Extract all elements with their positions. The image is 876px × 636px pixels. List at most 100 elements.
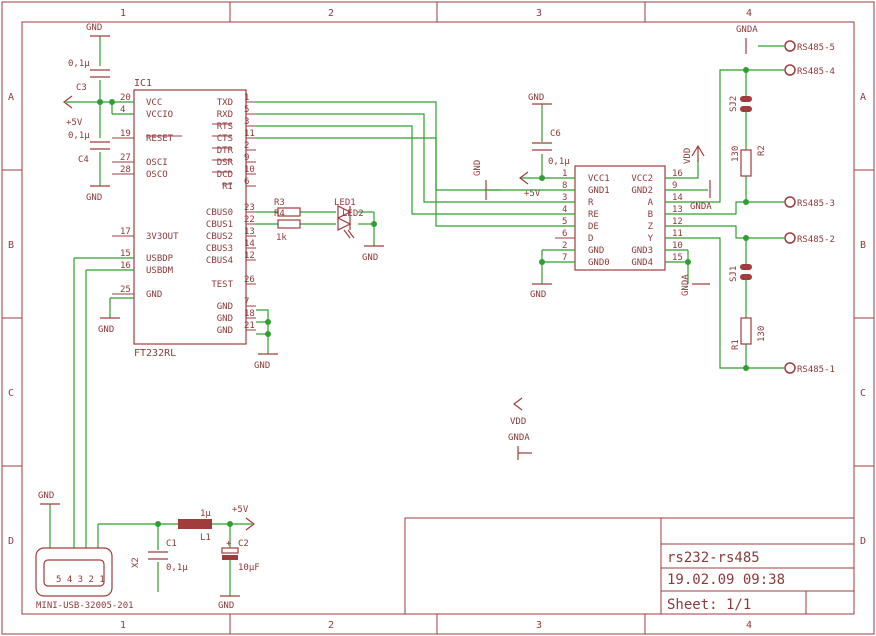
inductor-l1: 1µ L1 [178, 509, 212, 543]
ic2-pin-number: 15 [672, 253, 683, 263]
svg-text:0,1µ: 0,1µ [68, 59, 90, 69]
ic2-pin-name: GND1 [588, 186, 610, 196]
ic2-pin-number: 1 [562, 169, 567, 179]
ic1-pin-name: 3V3OUT [146, 232, 179, 242]
resistor-r1: R1 130 [731, 317, 767, 350]
svg-text:GND: GND [86, 193, 102, 203]
ic2-pin-name: GND0 [588, 258, 610, 268]
ic1-pin-name: VCCIO [146, 110, 173, 120]
ic1-pin-name: RTS [217, 122, 233, 132]
ic1-pin-number: 3 [244, 117, 249, 127]
ic1-pin-number: 1 [244, 93, 249, 103]
ic1-pin-name: VCC [146, 98, 162, 108]
svg-text:GND: GND [38, 491, 54, 501]
svg-text:R1: R1 [731, 339, 741, 350]
svg-text:130: 130 [731, 146, 741, 162]
frame-labels: 1 2 3 4 1 2 3 4 A B C D A B C D [8, 8, 866, 631]
ic2-pin-number: 10 [672, 241, 683, 251]
ic1-pin-number: 9 [244, 153, 249, 163]
ic2-pin-name: DE [588, 222, 599, 232]
ic2-pin-name: GND [588, 246, 604, 256]
svg-text:+5V: +5V [232, 505, 249, 515]
ic1-pin-name: OSCO [146, 170, 168, 180]
svg-text:GND: GND [473, 160, 483, 176]
col-label-top-3: 3 [536, 8, 542, 19]
svg-text:C1: C1 [166, 539, 177, 549]
ic1-pin-name: OSCI [146, 158, 168, 168]
row-label-left-a: A [8, 92, 14, 103]
svg-text:SJ2: SJ2 [729, 96, 739, 112]
ic2-pin-name: GND2 [631, 186, 653, 196]
svg-text:10µF: 10µF [238, 563, 260, 573]
capacitor-c3: 0,1µ C3 [68, 59, 110, 93]
ic2-pin-number: 7 [562, 253, 567, 263]
ic1-pin-name: USBDM [146, 266, 174, 276]
col-label-bottom-4: 4 [746, 620, 752, 631]
svg-text:LED1: LED1 [334, 198, 356, 208]
capacitor-c2: + C2 10µF [221, 539, 260, 573]
ic1-pin-number: 16 [120, 261, 131, 271]
svg-text:R2: R2 [757, 145, 767, 156]
ic2-pin-name: RE [588, 210, 599, 220]
svg-text:+5V: +5V [66, 118, 83, 128]
svg-text:GND: GND [86, 23, 102, 33]
ic2-pin-name: R [588, 198, 594, 208]
svg-text:5 4 3 2 1: 5 4 3 2 1 [56, 575, 105, 585]
svg-text:0,1µ: 0,1µ [68, 131, 90, 141]
svg-text:GND: GND [530, 290, 546, 300]
vdd-gnda-symbols: VDD GNDA GNDA GNDA VDD GNDA [508, 25, 758, 460]
ic1-pin-name: DSR [217, 158, 234, 168]
connector-label: RS485-2 [797, 235, 835, 245]
wires [49, 36, 784, 596]
ic1-pin-number: 13 [244, 227, 255, 237]
svg-text:GND: GND [218, 601, 234, 611]
ic1-pin-name: TXD [217, 98, 233, 108]
svg-text:0,1µ: 0,1µ [548, 157, 570, 167]
ic2-pin-name: B [648, 210, 653, 220]
junctions [97, 67, 749, 527]
col-label-top-2: 2 [328, 8, 334, 19]
row-label-right-c: C [860, 388, 866, 399]
ic2-pin-number: 6 [562, 229, 567, 239]
ic2-pin-name: GND3 [631, 246, 653, 256]
row-label-right-a: A [860, 92, 866, 103]
svg-text:C3: C3 [76, 83, 87, 93]
svg-text:0,1µ: 0,1µ [166, 563, 188, 573]
ic2-pin-number: 11 [672, 229, 683, 239]
ic1-pin-name: CBUS2 [206, 232, 233, 242]
svg-text:C2: C2 [238, 539, 249, 549]
ic1-pin-name: TEST [211, 280, 233, 290]
usb-connector: 5 4 3 2 1 MINI-USB-32005-201 X2 [35, 547, 141, 611]
ic1-pin-number: 23 [244, 203, 255, 213]
ic1-pin-name: CTS [217, 134, 233, 144]
ic2-pin-name: A [648, 198, 654, 208]
svg-text:GND: GND [528, 93, 544, 103]
ic1-pin-number: 15 [120, 249, 131, 259]
svg-text:GNDA: GNDA [681, 274, 691, 296]
resistors-r3-r4: R3 R4 1k [274, 198, 301, 243]
ic1-pin-number: 10 [244, 165, 255, 175]
capacitor-c6: C6 0,1µ +5V [519, 129, 570, 199]
col-label-top-4: 4 [746, 8, 752, 19]
connector-label: RS485-5 [797, 43, 835, 53]
svg-text:GNDA: GNDA [508, 433, 530, 443]
ic1-pin-name: CBUS4 [206, 256, 233, 266]
connector-terminal [784, 64, 796, 76]
svg-text:GNDA: GNDA [690, 202, 712, 212]
svg-text:L1: L1 [200, 533, 211, 543]
svg-text:SJ1: SJ1 [729, 266, 739, 282]
ic1-ref: IC1 [134, 78, 152, 89]
ic1-pin-name: RESET [146, 134, 174, 144]
ic2-pin-number: 12 [672, 217, 683, 227]
svg-text:MINI-USB-32005-201: MINI-USB-32005-201 [36, 601, 134, 611]
ic2-pin-number: 5 [562, 217, 567, 227]
ic2-pin-number: 9 [672, 181, 677, 191]
svg-text:VDD: VDD [683, 148, 693, 164]
ic1-pin-number: 12 [244, 251, 255, 261]
svg-text:+5V: +5V [524, 189, 541, 199]
title-name: rs232-rs485 [667, 550, 760, 566]
svg-text:R4: R4 [274, 209, 285, 219]
